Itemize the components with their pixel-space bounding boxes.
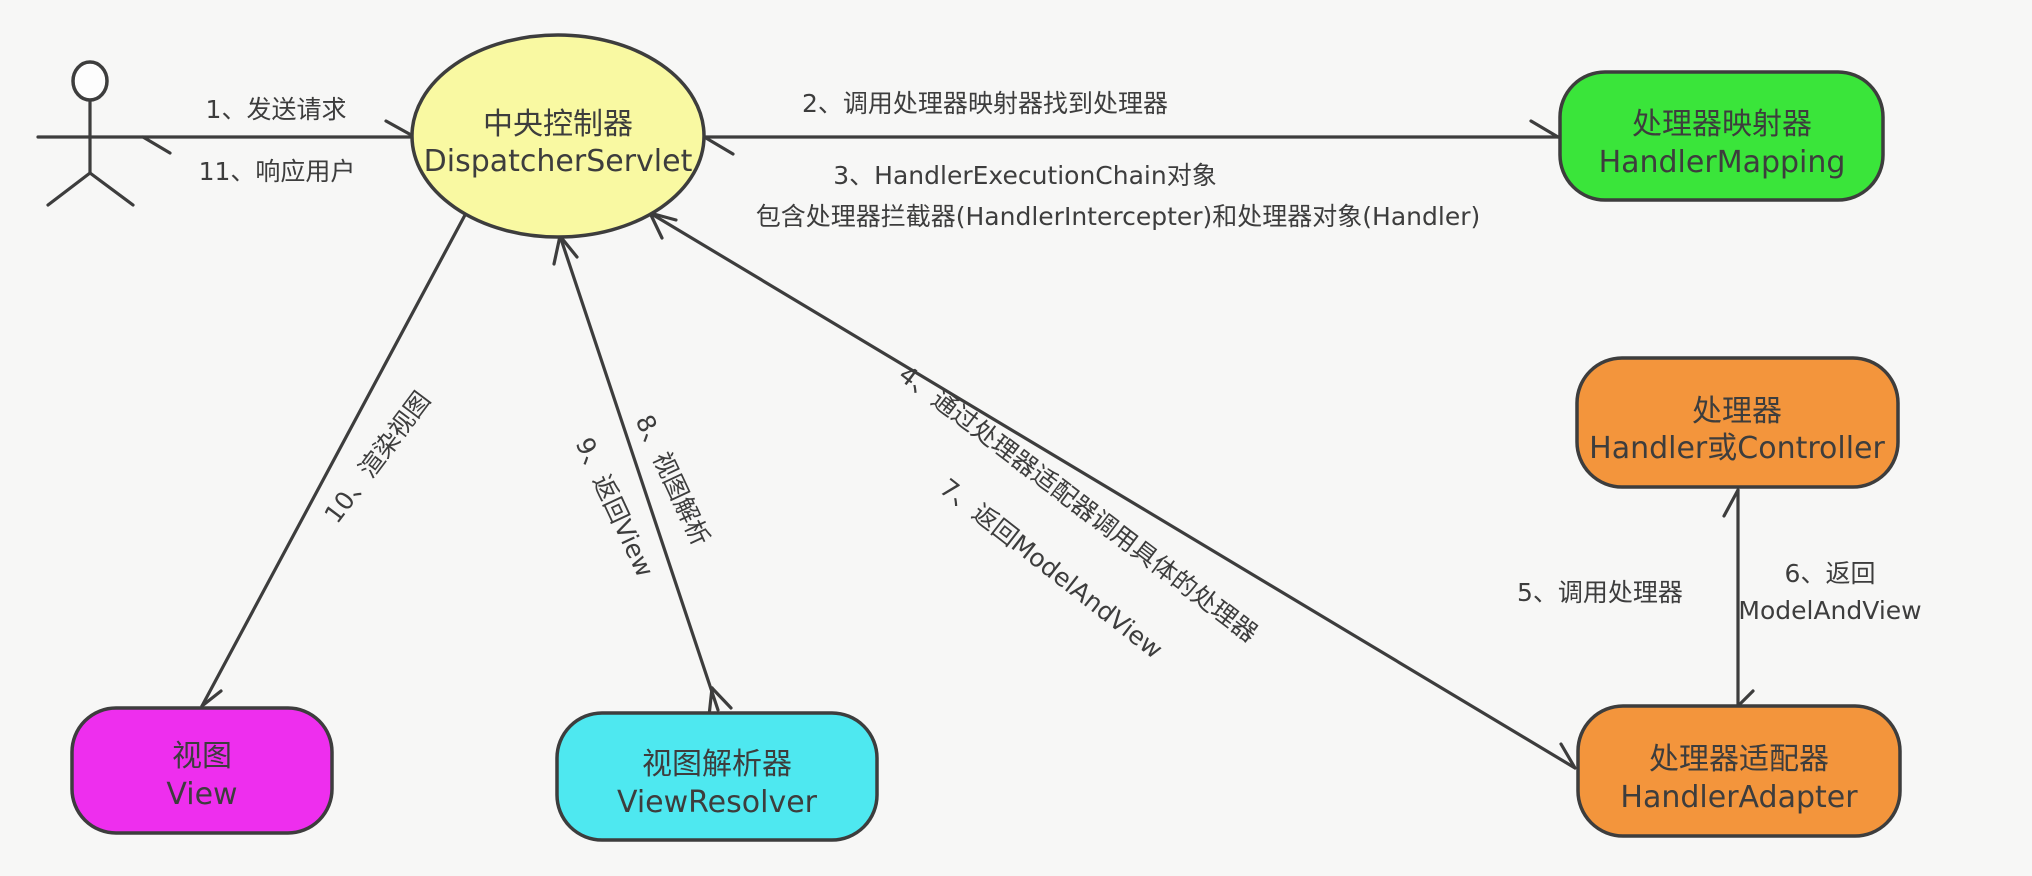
- edge-label-step5: 5、调用处理器: [1517, 578, 1683, 607]
- arrowhead-step10: [200, 689, 223, 708]
- edge-step8-step9: [552, 234, 733, 718]
- handler-adapter-label-zh: 处理器适配器: [1649, 742, 1829, 777]
- actor-leg-left: [46, 171, 92, 207]
- arrowhead-step11: [141, 135, 172, 155]
- actor-head: [71, 60, 109, 102]
- dispatcher-servlet-label-en: DispatcherServlet: [424, 144, 693, 179]
- node-dispatcher-servlet: [410, 33, 706, 239]
- arrowhead-step7-b: [648, 211, 664, 240]
- edge-label-step6-line2: ModelAndView: [1738, 596, 1921, 625]
- handler-label-en: Handler或Controller: [1589, 431, 1885, 466]
- view-label-en: View: [166, 777, 237, 812]
- view-resolver-label-en: ViewResolver: [617, 785, 818, 820]
- edge-label-step3-line2: 包含处理器拦截器(HandlerIntercepter)和处理器对象(Handl…: [756, 202, 1480, 231]
- handler-label-zh: 处理器: [1692, 394, 1782, 429]
- edge-line-dispatcher-adapter: [648, 211, 1577, 770]
- arrowhead-step1: [384, 119, 415, 138]
- arrowhead-step5: [1722, 488, 1740, 518]
- edge-label-step6-line1: 6、返回: [1785, 559, 1876, 588]
- edge-step5-step6: [1722, 488, 1755, 708]
- handler-mapping-label-zh: 处理器映射器: [1632, 107, 1812, 142]
- edge-line-dispatcher-viewresolver: [558, 234, 720, 712]
- edge-step4-step7: [648, 211, 1577, 770]
- arrowhead-step9-a: [558, 234, 579, 259]
- edge-step2-step3: [704, 119, 1560, 156]
- arrowhead-step2: [1529, 119, 1560, 139]
- node-view: [70, 706, 334, 835]
- edge-line-dispatcher-view: [200, 213, 467, 708]
- edge-label-step2: 2、调用处理器映射器找到处理器: [802, 89, 1168, 118]
- handler-adapter-label-en: HandlerAdapter: [1620, 780, 1858, 815]
- arrowhead-step6: [1736, 689, 1755, 708]
- node-handler: [1575, 356, 1900, 489]
- actor-leg-right: [88, 171, 135, 207]
- arrowhead-step4: [1559, 742, 1577, 770]
- arrowhead-step7-a: [648, 211, 678, 222]
- arrowhead-step9-mid-a: [710, 686, 733, 710]
- view-resolver-label-zh: 视图解析器: [642, 747, 792, 782]
- dispatcher-servlet-label-zh: 中央控制器: [483, 107, 633, 142]
- arrowhead-step3: [704, 136, 735, 156]
- edge-label-step1: 1、发送请求: [206, 95, 347, 124]
- node-handler-adapter: [1576, 704, 1902, 838]
- node-handler-mapping: [1558, 70, 1885, 202]
- edge-label-step3-line1: 3、HandlerExecutionChain对象: [833, 161, 1216, 190]
- arrowhead-step9-b: [552, 234, 562, 266]
- edge-step1-step11: [36, 119, 415, 155]
- view-label-zh: 视图: [172, 739, 232, 774]
- node-view-resolver: [555, 711, 879, 842]
- edge-step10: [200, 213, 467, 708]
- edge-label-step11: 11、响应用户: [199, 157, 356, 186]
- handler-mapping-label-en: HandlerMapping: [1599, 145, 1846, 180]
- user-actor-icon: [46, 60, 135, 207]
